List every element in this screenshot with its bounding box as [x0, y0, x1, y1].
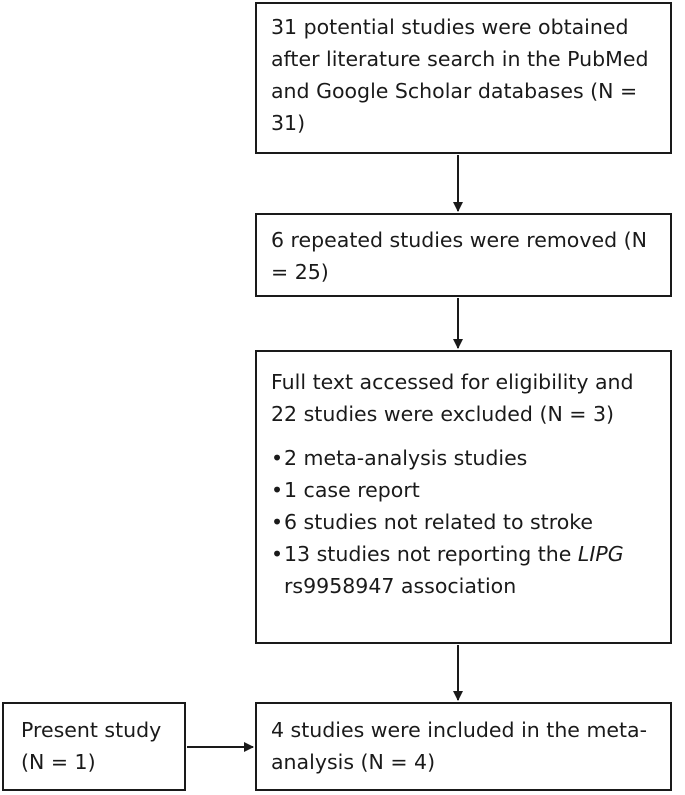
included-studies-box: 4 studies were included in the meta-anal… [255, 702, 672, 791]
exclusion-item: 2 meta-analysis studies [271, 442, 660, 474]
exclusion-suffix: rs9958947 association [284, 574, 517, 598]
exclusion-prefix: 13 studies not reporting the [284, 542, 572, 566]
exclusion-list: 2 meta-analysis studies 1 case report 6 … [271, 442, 660, 602]
gene-name: LIPG [577, 542, 624, 566]
search-results-box: 31 potential studies were obtained after… [255, 2, 672, 154]
duplicates-removed-text: 6 repeated studies were removed (N = 25) [271, 228, 647, 284]
exclusion-item: 1 case report [271, 474, 660, 506]
present-study-text: Present study (N = 1) [21, 718, 162, 774]
present-study-box: Present study (N = 1) [2, 702, 186, 791]
full-text-screening-text: Full text accessed for eligibility and 2… [271, 370, 634, 426]
included-studies-text: 4 studies were included in the meta-anal… [271, 718, 648, 774]
duplicates-removed-box: 6 repeated studies were removed (N = 25) [255, 213, 672, 297]
exclusion-item: 6 studies not related to stroke [271, 506, 660, 538]
full-text-screening-box: Full text accessed for eligibility and 2… [255, 350, 672, 644]
exclusion-item: 13 studies not reporting the LIPG rs9958… [271, 538, 660, 602]
search-results-text: 31 potential studies were obtained after… [271, 15, 649, 135]
